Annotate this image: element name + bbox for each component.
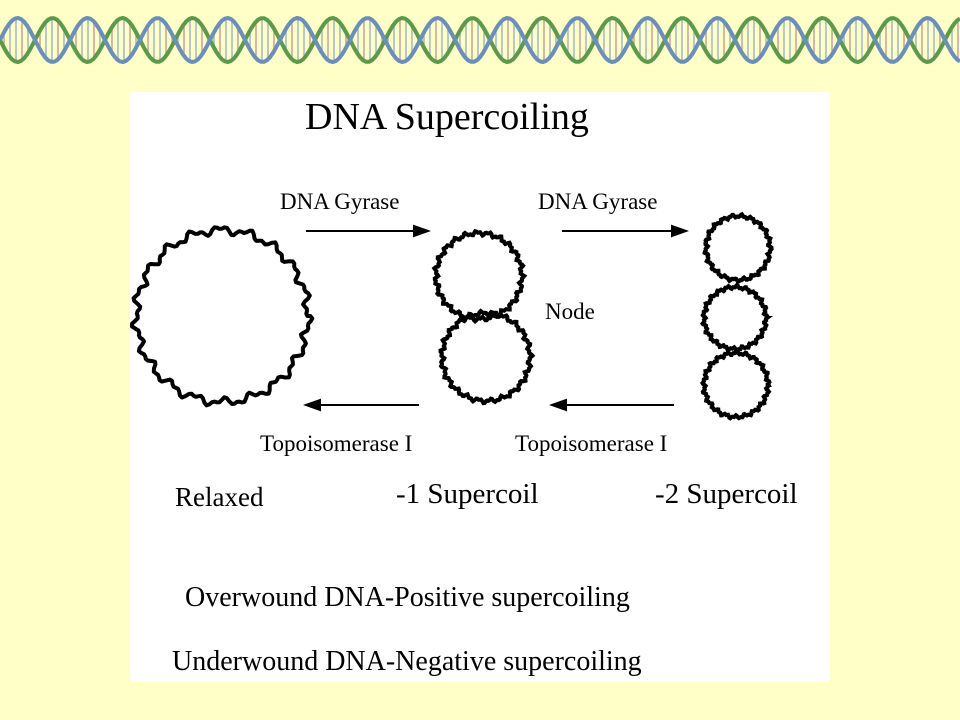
arrow-gyrase-2 [562, 224, 689, 238]
state-supercoil-2-label: -2 Supercoil [655, 478, 798, 510]
supercoil-2-loop-middle [700, 282, 774, 354]
supercoil-2-loop-top [702, 211, 774, 285]
supercoiling-diagram [130, 211, 774, 421]
overwound-note: Overwound DNA-Positive supercoiling [185, 582, 630, 613]
helix-strand-b [0, 15, 960, 65]
topoisomerase-label-right: Topoisomerase I [515, 431, 668, 456]
gyrase-label-left: DNA Gyrase [280, 189, 400, 214]
helix-strand-a [0, 15, 960, 65]
dna-helix-banner [0, 15, 960, 65]
supercoil-1-lower-loop [438, 308, 536, 406]
page-title: DNA Supercoiling [305, 96, 589, 138]
node-label: Node [545, 299, 595, 324]
arrow-topo-2 [549, 398, 674, 412]
diagram-panel: DNA Supercoiling DNA Gyrase DNA Gyrase N… [130, 92, 830, 682]
topoisomerase-label-left: Topoisomerase I [260, 431, 413, 456]
supercoil-2-loop-bottom [700, 348, 772, 421]
arrow-topo-1 [303, 398, 419, 412]
underwound-note: Underwound DNA-Negative supercoiling [172, 646, 642, 677]
supercoil-1-upper-loop [431, 228, 528, 325]
relaxed-dna-loop [130, 225, 315, 408]
state-relaxed-label: Relaxed [175, 482, 264, 512]
state-supercoil-1-label: -1 Supercoil [396, 478, 539, 510]
gyrase-label-right: DNA Gyrase [538, 189, 658, 214]
arrow-gyrase-1 [306, 224, 431, 238]
